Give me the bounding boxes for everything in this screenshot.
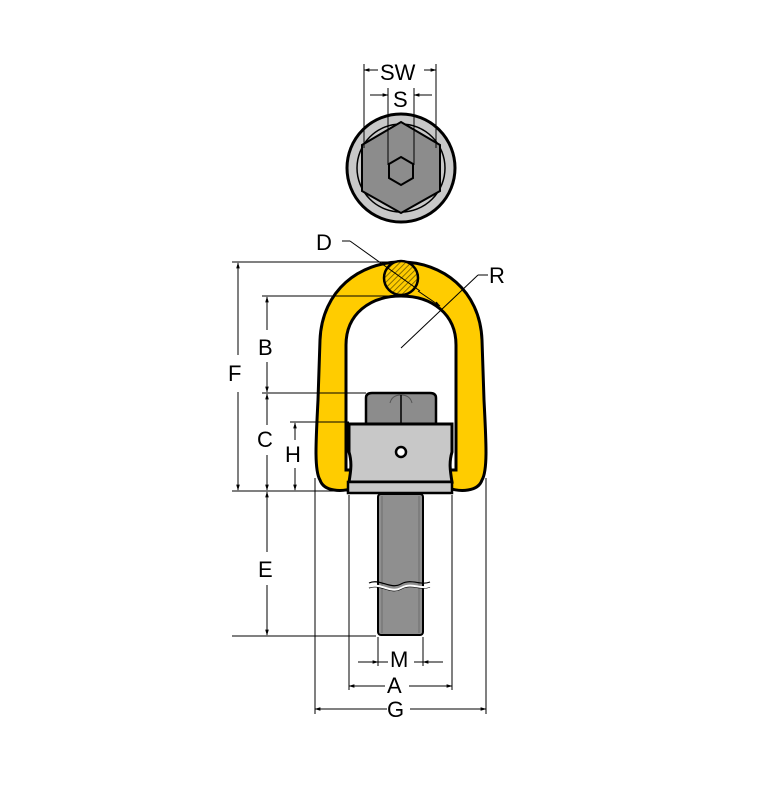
dim-label-f: F: [228, 361, 241, 386]
top-view: SW S: [345, 60, 457, 224]
hex-nut: [364, 391, 438, 427]
threaded-stud: [377, 493, 424, 636]
dim-label-r: R: [489, 263, 505, 288]
dim-label-sw: SW: [380, 60, 416, 85]
dim-label-c: C: [257, 427, 273, 452]
base-washer: [346, 480, 454, 495]
dim-label-d: D: [316, 230, 332, 255]
dim-label-h: H: [285, 442, 301, 467]
dim-label-m: M: [390, 647, 408, 672]
body-pin-hole: [394, 445, 408, 459]
dim-label-a: A: [387, 673, 402, 698]
side-view: D R F B C H E: [228, 230, 505, 722]
dim-label-b: B: [258, 335, 273, 360]
stud-break-line: [368, 581, 431, 587]
dim-label-e: E: [258, 557, 273, 582]
top-view-hex-socket: [388, 155, 414, 187]
dim-label-s: S: [393, 87, 408, 112]
dim-label-g: G: [387, 697, 404, 722]
